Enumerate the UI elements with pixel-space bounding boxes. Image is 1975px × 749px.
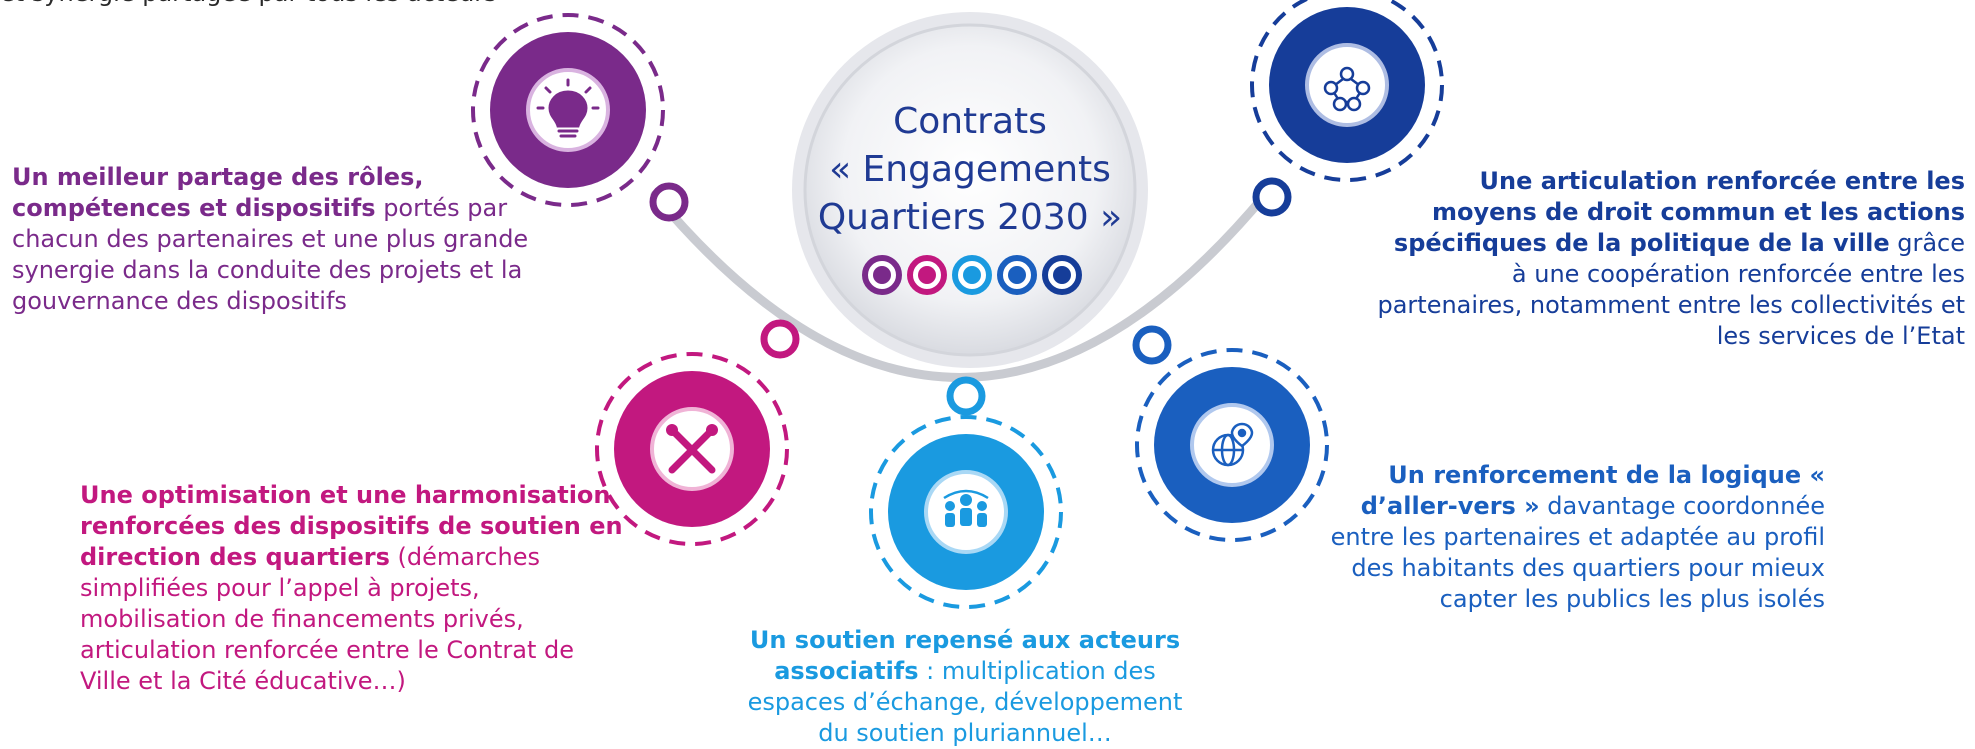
text-block-navy-bold: Une articulation renforcée entre les moy… [1393, 167, 1965, 257]
arc-node-magenta [760, 319, 800, 359]
text-block-purple: Un meilleur partage des rôles, compétenc… [12, 162, 532, 317]
network-icon [1323, 66, 1371, 112]
text-block-blue-body: davantage coordonnée entre les partenair… [1330, 492, 1825, 613]
tools-icon [666, 424, 718, 474]
text-block-blue-bold: Un renforcement de la logique « d’aller-… [1360, 461, 1825, 520]
text-block-navy: Une articulation renforcée entre les moy… [1375, 166, 1965, 352]
center-title-line-3: Quartiers 2030 » [817, 197, 1123, 238]
node-navy [1250, 0, 1444, 182]
text-block-magenta-bold: Une optimisation et une harmonisation re… [80, 481, 623, 571]
arc-node-navy [1252, 177, 1292, 217]
globe-pin-icon [1211, 422, 1254, 467]
node-purple [471, 13, 665, 207]
arc-node-blue [1132, 325, 1172, 365]
node-lightblue [869, 415, 1063, 609]
text-block-blue: Un renforcement de la logique « d’aller-… [1325, 460, 1825, 615]
team-icon [943, 489, 989, 527]
lightbulb-icon [536, 78, 600, 138]
arc-node-purple [649, 182, 689, 222]
text-block-lightblue-bold: Un soutien repensé aux acteurs associati… [749, 626, 1181, 685]
text-block-purple-body: portés par chacun des partenaires et une… [12, 194, 529, 315]
center-title-line-1: Contrats [893, 101, 1047, 142]
center-color-dots [862, 255, 1082, 295]
center-title-line-2: « Engagements [829, 149, 1111, 190]
cropped-top-text: et synergie partagée par tous les acteur… [0, 0, 497, 9]
node-blue [1135, 348, 1329, 542]
center-title: Contrats « Engagements Quartiers 2030 » [800, 98, 1140, 242]
node-magenta [595, 352, 789, 546]
text-block-lightblue: Un soutien repensé aux acteurs associati… [745, 625, 1185, 749]
text-block-purple-bold: Un meilleur partage des rôles, compétenc… [12, 163, 424, 222]
connector-arc [650, 190, 1270, 382]
text-block-magenta: Une optimisation et une harmonisation re… [80, 480, 630, 697]
text-block-magenta-body: (démarches simplifiées pour l’appel à pr… [80, 543, 575, 695]
arc-node-lightblue [946, 376, 986, 416]
text-block-lightblue-body: : multiplication des espaces d’échange, … [747, 657, 1183, 747]
text-block-navy-body: grâce à une coopération renforcée entre … [1377, 229, 1965, 350]
